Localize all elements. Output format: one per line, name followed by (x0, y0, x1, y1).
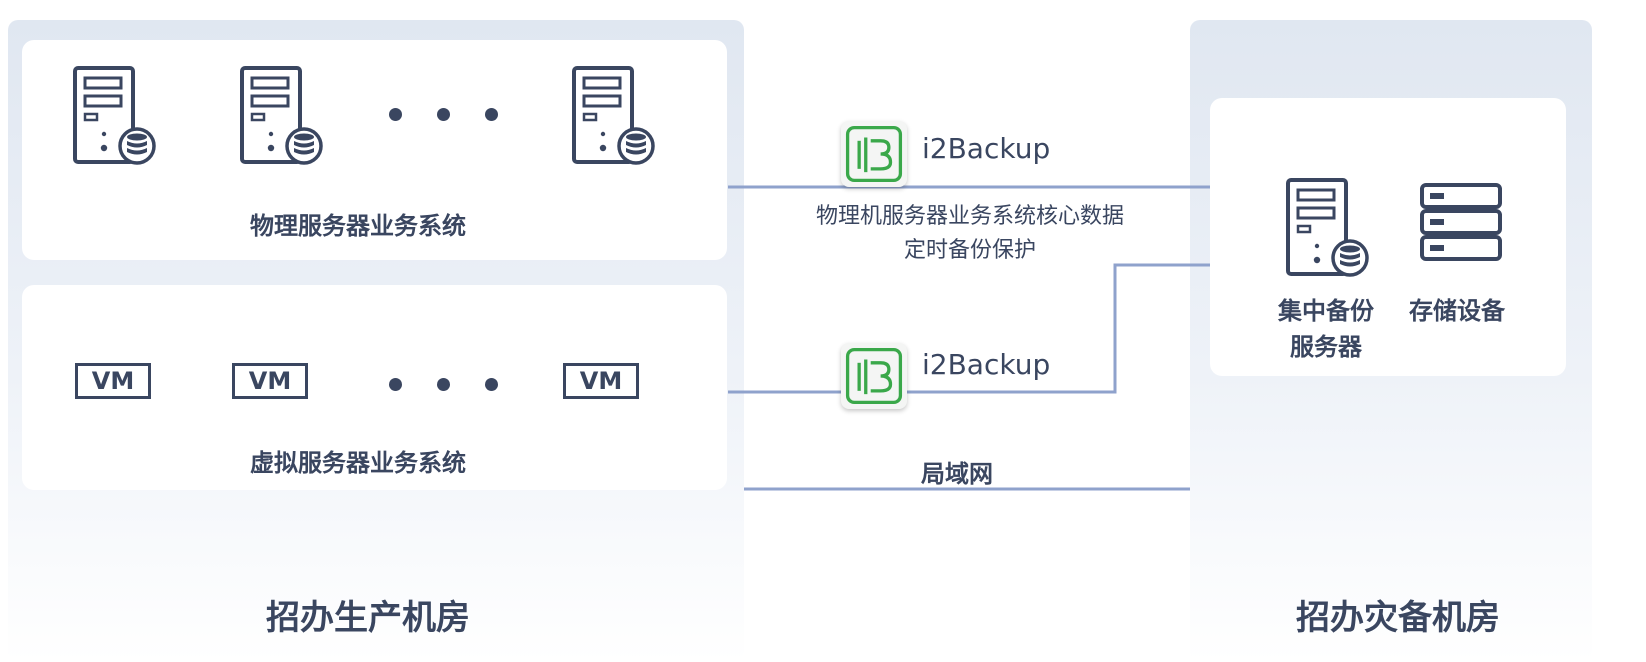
vm-icon: VM (232, 363, 308, 399)
virtual-servers-panel (22, 285, 727, 490)
virtual-backup-arrow (728, 265, 1290, 394)
backup-server-icon (1286, 178, 1370, 278)
caption-line-1: 物理机服务器业务系统核心数据 (815, 204, 1124, 229)
storage-label: 存储设备 (1409, 297, 1505, 325)
backup-server-label-line-2: 服务器 (1290, 333, 1362, 361)
lan-label: 局域网 (921, 460, 993, 488)
vm-icon: VM (563, 363, 639, 399)
ellipsis-icon (389, 108, 509, 122)
caption-line-2: 定时备份保护 (903, 238, 1036, 263)
ellipsis-icon (389, 378, 509, 392)
backup-server-label: 集中备份 服务器 (1266, 293, 1386, 365)
server-database-icon (240, 66, 324, 166)
backup-room-title: 招办灾备机房 (1296, 598, 1500, 638)
physical-systems-label: 物理服务器业务系统 (250, 212, 466, 240)
i2backup-logo-icon (841, 343, 907, 409)
production-room-title: 招办生产机房 (266, 598, 470, 638)
i2backup-label-top: i2Backup (922, 132, 1051, 165)
physical-backup-caption: 物理机服务器业务系统核心数据 定时备份保护 (770, 200, 1170, 268)
backup-server-label-line-1: 集中备份 (1278, 297, 1374, 325)
backup-target-panel (1210, 98, 1566, 376)
storage-rack-icon (1420, 183, 1502, 261)
vm-icon: VM (75, 363, 151, 399)
server-database-icon (73, 66, 157, 166)
virtual-systems-label: 虚拟服务器业务系统 (250, 449, 466, 477)
server-database-icon (572, 66, 656, 166)
i2backup-label-bottom: i2Backup (922, 348, 1051, 381)
i2backup-logo-icon (841, 121, 907, 187)
